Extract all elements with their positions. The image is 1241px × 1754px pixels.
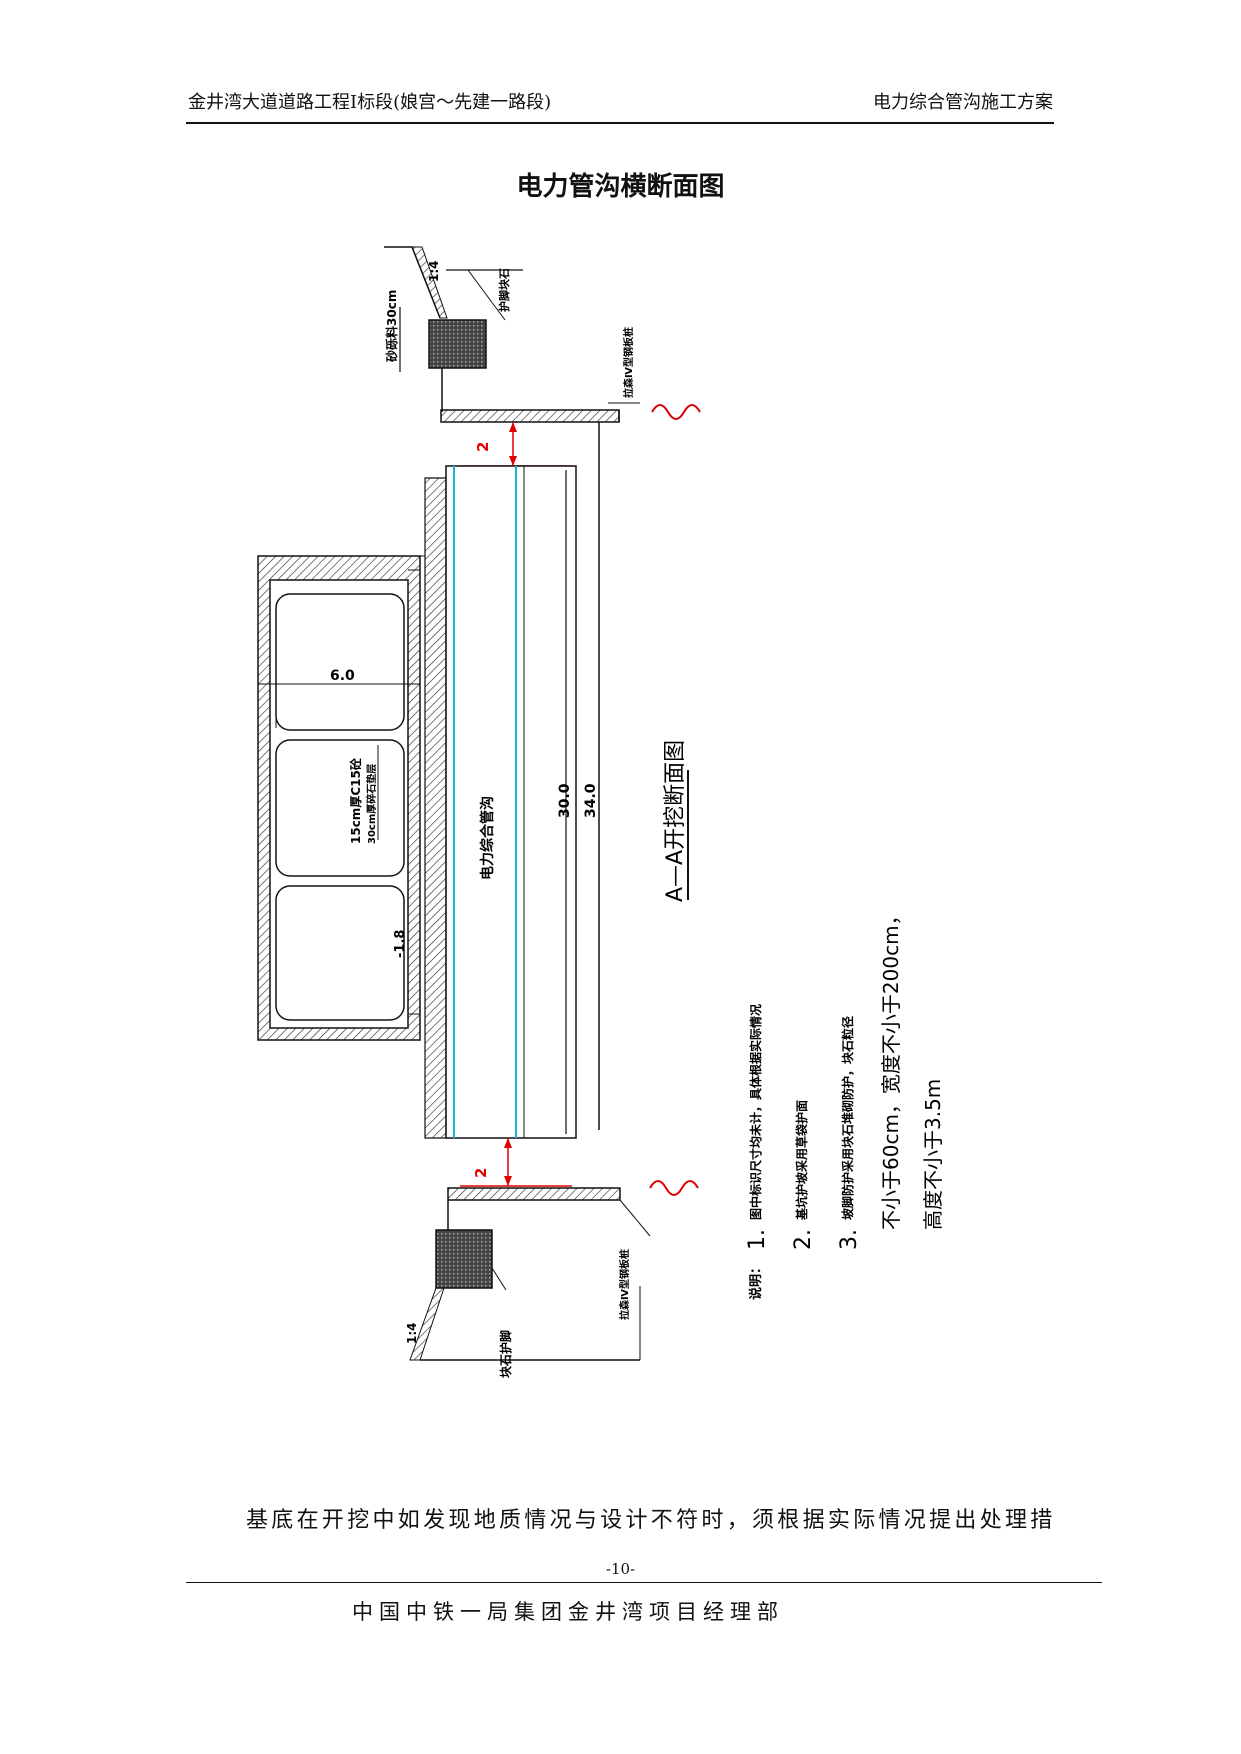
note-3-line2: 不小于60cm，宽度不小于200cm， — [879, 905, 903, 1230]
rock-bottom-label: 块石护脚 — [498, 1330, 513, 1378]
note-3-line3: 高度不小于3.5m — [921, 1079, 945, 1230]
steel-bottom-label: 拉森Ⅳ型钢板桩 — [618, 1249, 631, 1320]
top-steel-wave — [651, 404, 701, 420]
header-right: 电力综合管沟施工方案 — [873, 92, 1053, 113]
top-sheet-pile — [440, 409, 620, 423]
footer-org: 中国中铁一局集团金井湾项目经理部 — [352, 1600, 784, 1624]
base-main-label: 15cm厚C15砼 — [348, 757, 363, 844]
elevation-label: -1.8 — [393, 930, 408, 958]
slope-bottom-label: 1:4 — [405, 1323, 419, 1345]
channel-label: 电力综合管沟 — [479, 796, 496, 880]
top-rock-block — [428, 319, 487, 369]
dim-top-label: 2 — [474, 442, 492, 452]
note-3-text: 坡脚防护采用块石堆砌防护，块石粒径 — [840, 1016, 855, 1220]
excavation-box — [257, 555, 425, 1041]
bottom-steel-wave — [649, 1180, 699, 1196]
bottom-sheet-pile — [447, 1187, 621, 1201]
note-2-text: 基坑护坡采用草袋护面 — [794, 1100, 809, 1221]
dim-34-label: 34.0 — [583, 783, 599, 818]
bottom-rock-block — [435, 1229, 493, 1289]
slope-top-label: 1:4 — [427, 261, 441, 283]
dim-30-label: 30.0 — [557, 783, 573, 818]
gravel-label: 砂砾料30cm — [384, 290, 399, 363]
header-left: 金井湾大道道路工程Ⅰ标段(娘宫～先建一路段) — [188, 92, 552, 113]
section-title: A—A开挖断面图 — [663, 740, 688, 902]
header-rule — [186, 122, 1054, 124]
note-1-text: 图中标识尺寸均未计，具体根据实际情况 — [748, 1004, 763, 1220]
channel-wall — [424, 477, 447, 1139]
note-1-num: 1. — [745, 1229, 770, 1250]
slope-top-leader-2 — [467, 269, 506, 321]
note-2-num: 2. — [791, 1229, 816, 1250]
width-6-label: 6.0 — [330, 668, 355, 684]
note-3-num: 3. — [837, 1229, 862, 1250]
top-slope — [384, 246, 448, 319]
page-number: -10- — [605, 1560, 636, 1578]
channel-body — [445, 465, 577, 1139]
notes-head: 说明： — [748, 1261, 764, 1300]
dim-bottom-label: 2 — [472, 1168, 490, 1178]
footer-rule — [186, 1582, 1102, 1583]
base-sub-label: 30cm厚碎石垫层 — [365, 764, 378, 844]
body-paragraph: 基底在开挖中如发现地质情况与设计不符时，须根据实际情况提出处理措 — [246, 1508, 1056, 1533]
page-title: 电力管沟横断面图 — [516, 172, 725, 202]
rock-top-label: 护脚块石 — [497, 268, 511, 312]
steel-top-label: 拉森Ⅳ型钢板桩 — [622, 327, 635, 398]
